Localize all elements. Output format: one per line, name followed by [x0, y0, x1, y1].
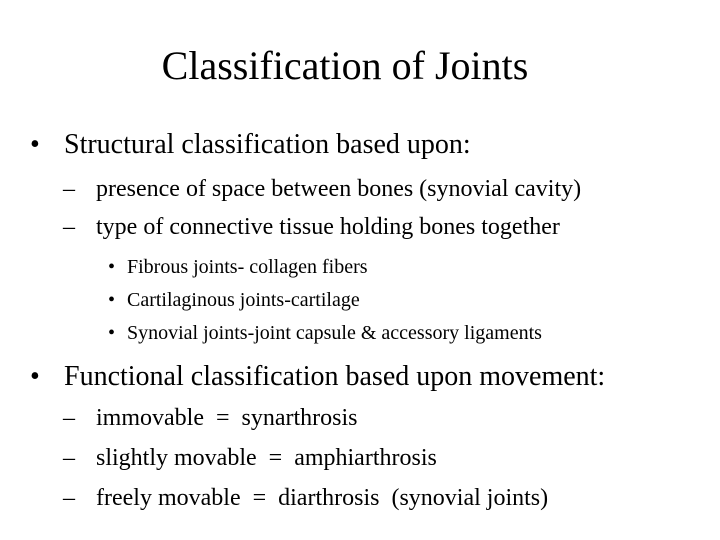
functional-sub-item: – immovable = synarthrosis — [63, 402, 683, 434]
bullet-icon: • — [30, 129, 40, 160]
functional-sub-item-text: freely movable = diarthrosis (synovial j… — [96, 485, 549, 511]
bullet-icon: • — [108, 289, 116, 311]
functional-heading: Functional classification based upon mov… — [64, 361, 606, 392]
dash-icon: – — [63, 485, 75, 511]
dash-icon: – — [63, 445, 75, 471]
slide-title: Classification of Joints — [161, 43, 529, 88]
bullet-structural: • Structural classification based upon: — [30, 127, 630, 163]
nested-item-text: Cartilaginous joints-cartilage — [127, 289, 360, 311]
structural-sub-item: – type of connective tissue holding bone… — [63, 211, 683, 243]
bullet-icon: • — [108, 256, 116, 278]
functional-sub-item-text: immovable = synarthrosis — [96, 405, 358, 431]
functional-sub-item: – freely movable = diarthrosis (synovial… — [63, 482, 683, 514]
dash-icon: – — [63, 214, 75, 240]
functional-sub-item: – slightly movable = amphiarthrosis — [63, 442, 683, 474]
structural-sub-item-text: presence of space between bones (synovia… — [96, 176, 582, 202]
bullet-icon: • — [30, 361, 40, 392]
structural-sub-item: – presence of space between bones (synov… — [63, 173, 683, 205]
structural-sub-item-text: type of connective tissue holding bones … — [96, 214, 560, 240]
nested-item-text: Synovial joints-joint capsule & accessor… — [127, 322, 542, 344]
nested-item: • Cartilaginous joints-cartilage — [108, 287, 668, 313]
dash-icon: – — [63, 176, 75, 202]
nested-item-text: Fibrous joints- collagen fibers — [127, 256, 368, 278]
bullet-functional: • Functional classification based upon m… — [30, 359, 710, 395]
nested-item: • Fibrous joints- collagen fibers — [108, 254, 668, 280]
bullet-icon: • — [108, 322, 116, 344]
structural-heading: Structural classification based upon: — [64, 129, 471, 160]
dash-icon: – — [63, 405, 75, 431]
nested-item: • Synovial joints-joint capsule & access… — [108, 320, 688, 346]
functional-sub-item-text: slightly movable = amphiarthrosis — [96, 445, 437, 471]
